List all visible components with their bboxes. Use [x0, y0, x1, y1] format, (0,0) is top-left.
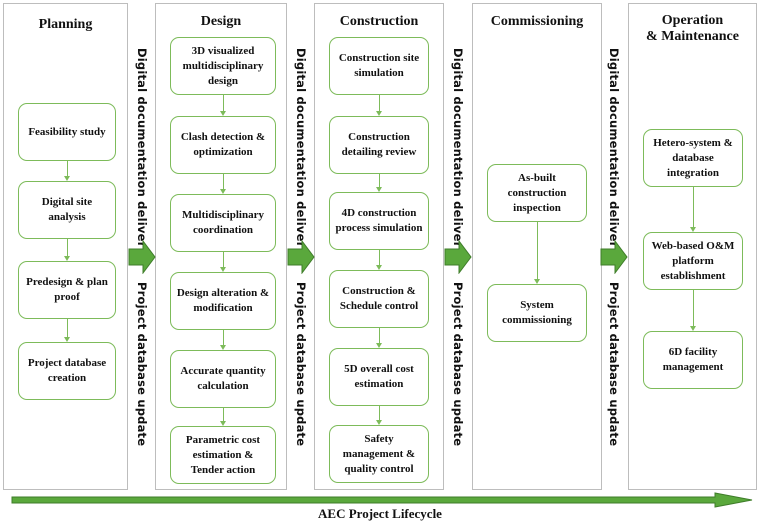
connector-line	[536, 222, 538, 280]
phase-title-line1: Operation	[661, 13, 724, 28]
project-database-update-label: Project database update	[607, 282, 621, 447]
connector-line	[66, 239, 68, 257]
node-feasibility-study: Feasibility study	[18, 103, 116, 161]
connector-arrowhead-icon	[376, 111, 382, 116]
node-construction-detailing-review: Construction detailing review	[329, 116, 429, 174]
phase-transition-arrow-icon	[444, 240, 472, 274]
separator-4: Digital documentation delivery Project d…	[600, 0, 628, 490]
connector-line	[692, 187, 694, 228]
project-database-update-label: Project database update	[451, 282, 465, 447]
node-parametric-cost: Parametric cost estimation & Tender acti…	[170, 426, 276, 484]
node-5d-cost-estimation: 5D overall cost estimation	[329, 348, 429, 406]
connector-line	[222, 95, 224, 112]
connector-arrowhead-icon	[64, 256, 70, 261]
phase-transition-arrow-icon	[600, 240, 628, 274]
node-design-alteration: Design alteration & modification	[170, 272, 276, 330]
connector-line	[222, 174, 224, 190]
node-construction-schedule-control: Construction & Schedule control	[329, 270, 429, 328]
lifecycle-arrow-icon	[11, 492, 753, 508]
connector-arrowhead-icon	[690, 326, 696, 331]
connector-arrowhead-icon	[220, 189, 226, 194]
connector-line	[66, 319, 68, 338]
connector-arrowhead-icon	[220, 421, 226, 426]
node-project-database-creation: Project database creation	[18, 342, 116, 400]
digital-documentation-delivery-label: Digital documentation delivery	[135, 48, 149, 256]
node-safety-quality-control: Safety management & quality control	[329, 425, 429, 483]
phase-operation-maintenance: Operation & Maintenance Hetero-system & …	[628, 3, 757, 490]
connector-line	[378, 95, 380, 112]
node-clash-detection: Clash detection & optimization	[170, 116, 276, 174]
connector-arrowhead-icon	[690, 227, 696, 232]
separator-2: Digital documentation delivery Project d…	[287, 0, 315, 490]
phase-planning: Planning Feasibility study Digital site …	[3, 3, 128, 490]
phase-title: Construction	[339, 14, 419, 29]
connector-line	[222, 408, 224, 422]
project-database-update-label: Project database update	[135, 282, 149, 447]
connector-arrowhead-icon	[376, 187, 382, 192]
node-hetero-system-integration: Hetero-system & database integration	[643, 129, 743, 187]
project-database-update-label: Project database update	[294, 282, 308, 447]
phase-title: Commissioning	[490, 14, 584, 29]
connector-arrowhead-icon	[376, 420, 382, 425]
node-predesign-plan-proof: Predesign & plan proof	[18, 261, 116, 319]
connector-arrowhead-icon	[220, 111, 226, 116]
phase-title: Operation & Maintenance	[629, 13, 756, 45]
connector-line	[66, 161, 68, 177]
connector-line	[378, 406, 380, 421]
node-web-based-om-platform: Web-based O&M platform establishment	[643, 232, 743, 290]
connector-line	[222, 330, 224, 346]
node-construction-site-simulation: Construction site simulation	[329, 37, 429, 95]
lifecycle-label: AEC Project Lifecycle	[318, 506, 442, 521]
connector-line	[222, 252, 224, 268]
phase-construction: Construction Construction site simulatio…	[314, 3, 444, 490]
connector-arrowhead-icon	[220, 345, 226, 350]
node-system-commissioning: System commissioning	[487, 284, 587, 342]
node-multidisciplinary-coordination: Multidisciplinary coordination	[170, 194, 276, 252]
node-accurate-quantity: Accurate quantity calculation	[170, 350, 276, 408]
phase-design: Design 3D visualized multidisciplinary d…	[155, 3, 287, 490]
digital-documentation-delivery-label: Digital documentation delivery	[294, 48, 308, 256]
separator-3: Digital documentation delivery Project d…	[444, 0, 472, 490]
digital-documentation-delivery-label: Digital documentation delivery	[451, 48, 465, 256]
node-3d-visualized-design: 3D visualized multidisciplinary design	[170, 37, 276, 95]
phase-title-line2: & Maintenance	[646, 29, 739, 44]
phase-title: Planning	[38, 17, 93, 32]
node-as-built-inspection: As-built construction inspection	[487, 164, 587, 222]
digital-documentation-delivery-label: Digital documentation delivery	[607, 48, 621, 256]
connector-line	[692, 290, 694, 327]
separator-1: Digital documentation delivery Project d…	[128, 0, 156, 490]
phase-transition-arrow-icon	[128, 240, 156, 274]
connector-line	[378, 250, 380, 266]
phase-transition-arrow-icon	[287, 240, 315, 274]
connector-line	[378, 174, 380, 188]
connector-line	[378, 328, 380, 344]
node-4d-construction-simulation: 4D construction process simulation	[329, 192, 429, 250]
connector-arrowhead-icon	[64, 337, 70, 342]
connector-arrowhead-icon	[376, 265, 382, 270]
phase-title: Design	[200, 14, 242, 29]
connector-arrowhead-icon	[220, 267, 226, 272]
connector-arrowhead-icon	[64, 176, 70, 181]
connector-arrowhead-icon	[376, 343, 382, 348]
phase-commissioning: Commissioning As-built construction insp…	[472, 3, 602, 490]
node-6d-facility-management: 6D facility management	[643, 331, 743, 389]
connector-arrowhead-icon	[534, 279, 540, 284]
node-digital-site-analysis: Digital site analysis	[18, 181, 116, 239]
